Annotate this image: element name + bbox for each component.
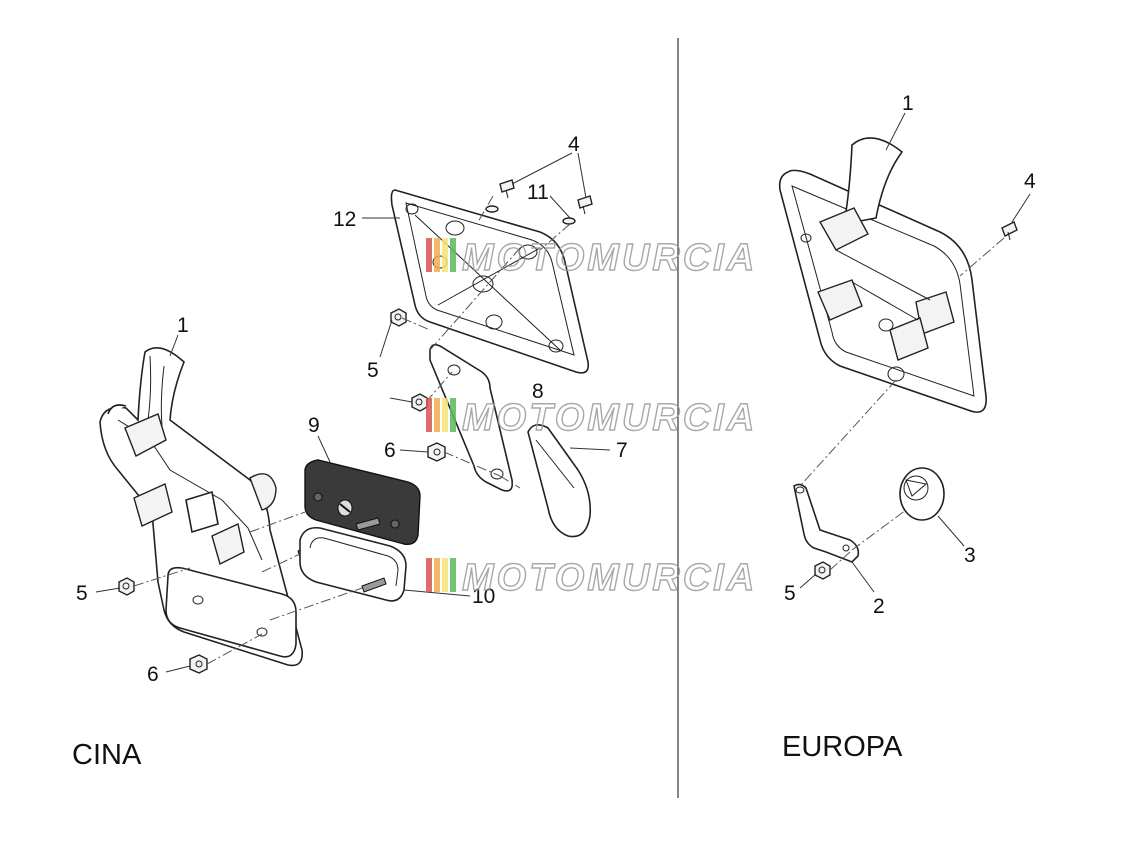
watermark-stripe	[426, 398, 432, 432]
watermark-text: MOTOMURCIA	[462, 397, 757, 439]
watermark-stripe	[426, 558, 432, 592]
callout-cina-1: 1	[177, 314, 189, 337]
watermark-stripe	[450, 238, 456, 272]
washer-part	[485, 205, 499, 213]
nut-part	[189, 654, 208, 674]
bolt-part	[499, 179, 515, 199]
callout-cina-11: 11	[527, 181, 549, 204]
washer-part	[562, 217, 576, 225]
watermark: MOTOMURCIA	[426, 396, 757, 440]
nut-part	[814, 561, 831, 580]
nut-part	[427, 442, 446, 462]
callout-europa-4: 4	[1024, 170, 1036, 193]
callout-cina-9: 9	[308, 414, 320, 437]
callout-cina-5b: 5	[76, 582, 88, 605]
nut-part	[118, 577, 135, 596]
watermark-stripe	[442, 558, 448, 592]
callout-europa-5: 5	[784, 582, 796, 605]
bolt-part	[1001, 221, 1018, 241]
callout-cina-4: 4	[568, 133, 580, 156]
cina-assembly	[95, 152, 611, 674]
watermark-stripe	[434, 238, 440, 272]
lamp-lens-part	[299, 526, 407, 602]
callout-cina-5a: 5	[367, 359, 379, 382]
watermark: MOTOMURCIA	[426, 236, 757, 280]
watermark-stripe	[442, 238, 448, 272]
watermark: MOTOMURCIA	[426, 556, 757, 600]
callout-cina-6a: 6	[384, 439, 396, 462]
plate-holder-part	[778, 137, 987, 413]
watermark-stripe	[434, 558, 440, 592]
reflector-bracket-part	[793, 483, 860, 563]
watermark-text: MOTOMURCIA	[462, 237, 757, 279]
bracket-plate-part	[429, 343, 514, 492]
nut-part	[390, 308, 407, 327]
callout-cina-10: 10	[472, 585, 495, 608]
callout-europa-1: 1	[902, 92, 914, 115]
nut-part	[411, 393, 428, 412]
watermark-stripe	[450, 398, 456, 432]
callout-cina-6b: 6	[147, 663, 159, 686]
reflector-part	[527, 424, 592, 538]
support-bracket-part	[99, 346, 304, 667]
region-label-europa: EUROPA	[782, 731, 903, 763]
watermark-text: MOTOMURCIA	[462, 557, 757, 599]
bolt-part	[577, 195, 593, 215]
callout-cina-8: 8	[532, 380, 544, 403]
watermark-stripe	[426, 238, 432, 272]
region-label-cina: CINA	[72, 739, 142, 771]
europa-assembly	[778, 112, 1031, 593]
round-reflector-part	[899, 467, 945, 521]
watermark-stripe	[442, 398, 448, 432]
callout-europa-3: 3	[964, 544, 976, 567]
callout-cina-7: 7	[616, 439, 628, 462]
callout-europa-2: 2	[873, 595, 885, 618]
watermark-stripe	[450, 558, 456, 592]
watermark-stripe	[434, 398, 440, 432]
callout-cina-12: 12	[333, 208, 356, 231]
